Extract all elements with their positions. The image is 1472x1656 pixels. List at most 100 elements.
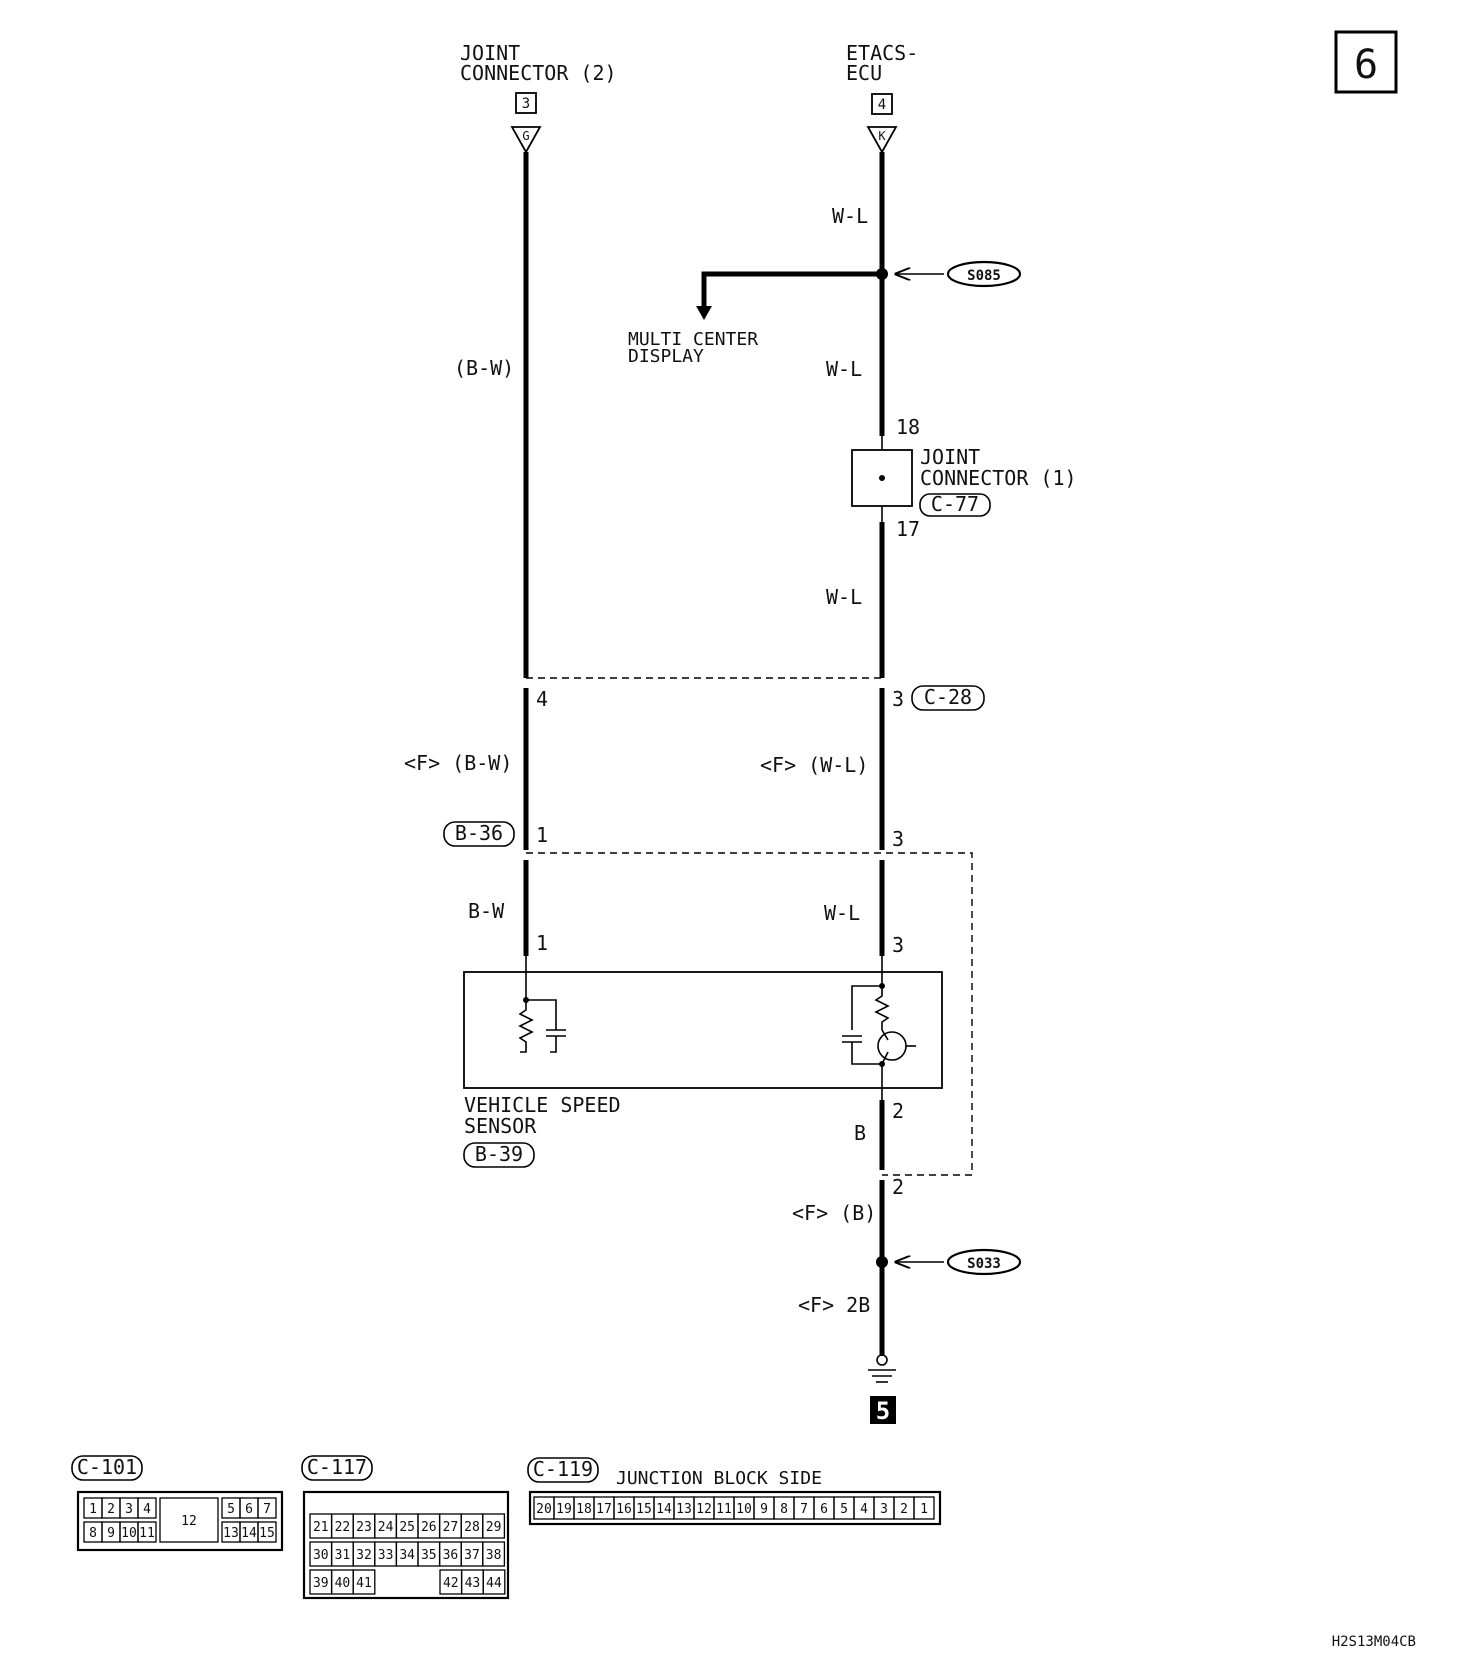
joint-connector-2-label-line1: JOINT (460, 41, 520, 65)
branch-label-line1: MULTI CENTER (628, 329, 758, 350)
sensor-transistor-collector (881, 1029, 889, 1041)
wire-label-bw-paren: (B-W) (454, 356, 514, 380)
figure-code: H2S13M04CB (1332, 1634, 1416, 1650)
connector-b36-dash (526, 852, 973, 1176)
sensor-cap-ground-right (851, 1042, 882, 1065)
c119-pin: 8 (780, 1502, 788, 1517)
c28-pin-left: 4 (536, 687, 548, 711)
ground-ref: 5 (876, 1397, 890, 1425)
c119-pin: 20 (536, 1502, 552, 1517)
sensor-transistor-icon (877, 1031, 907, 1061)
wire-label-f-wl: <F> (W-L) (760, 753, 868, 777)
wire-label-wl-3: W-L (826, 585, 862, 609)
c119-pin: 1 (920, 1502, 928, 1517)
c117-pin: 30 (313, 1548, 329, 1563)
c101-cavity (257, 1521, 277, 1543)
c117-pin: 36 (443, 1548, 459, 1563)
c117-pin: 42 (443, 1576, 459, 1591)
joint1-center-dot (879, 475, 885, 481)
c101-cavity (257, 1497, 277, 1519)
c117-pin: 44 (486, 1576, 502, 1591)
c119-pin: 16 (616, 1502, 632, 1517)
sensor-cap-lead-right (851, 985, 882, 1030)
c101-pin: 3 (125, 1502, 133, 1517)
b36-pin-left: 1 (536, 823, 548, 847)
c117-pin: 40 (335, 1576, 351, 1591)
sensor-pin-left: 1 (536, 931, 548, 955)
etacs-ecu-terminal (866, 126, 898, 154)
joint-connector-1-label-line1: JOINT (920, 445, 980, 469)
splice-s033-badge (946, 1248, 1022, 1276)
c117-ref-badge (301, 1455, 373, 1481)
c117-pin: 28 (464, 1520, 480, 1535)
joint1-ref-badge (919, 493, 991, 517)
c117-pin: 31 (335, 1548, 351, 1563)
c119-ref: C-119 (533, 1457, 593, 1481)
c101-pin: 15 (259, 1526, 275, 1541)
b39-ref-badge (463, 1142, 535, 1168)
etacs-ecu-term: K (878, 129, 886, 143)
c117-ref: C-117 (307, 1455, 367, 1479)
c119-pin: 14 (656, 1502, 672, 1517)
b36-pin-right: 3 (892, 827, 904, 851)
sensor-pin-bottom: 2 (892, 1099, 904, 1123)
sensor-pin-right: 3 (892, 933, 904, 957)
sensor-cap-lead-left (526, 999, 557, 1030)
c117-pin: 27 (443, 1520, 459, 1535)
c28-pin-right: 3 (892, 687, 904, 711)
wire-label-wl-1: W-L (832, 204, 868, 228)
c117-pin: 21 (313, 1520, 329, 1535)
joint-connector-2-ref: 3 (522, 96, 530, 112)
page-number-box (1334, 30, 1398, 94)
c117-pin: 33 (378, 1548, 394, 1563)
c101-pin: 2 (107, 1502, 115, 1517)
c117-pin: 41 (356, 1576, 372, 1591)
c101-pin: 5 (227, 1502, 235, 1517)
c119-pin: 3 (880, 1502, 888, 1517)
c119-pin: 2 (900, 1502, 908, 1517)
c101-pin: 7 (263, 1502, 271, 1517)
joint1-pin-bottom: 17 (896, 517, 920, 541)
c101-center-cavity (159, 1497, 219, 1543)
c28-ref: C-28 (924, 685, 972, 709)
joint-connector-1-label-line2: CONNECTOR (1) (920, 466, 1077, 490)
c117-pin: 38 (486, 1548, 502, 1563)
c117-pin: 25 (399, 1520, 415, 1535)
c117-pin: 26 (421, 1520, 437, 1535)
etacs-ecu-ref-box (871, 93, 893, 115)
joint-connector-2-term: G (522, 129, 529, 143)
c117-pin: 35 (421, 1548, 437, 1563)
c101-pin: 13 (223, 1526, 239, 1541)
branch-label-line2: DISPLAY (628, 346, 704, 367)
etacs-ecu-ref: 4 (878, 97, 886, 113)
splice-s085-label: S085 (967, 268, 1001, 284)
b36-ref: B-36 (455, 821, 503, 845)
sensor-cap-ground-left (550, 1036, 557, 1053)
sensor-resistor-left-icon (518, 1000, 534, 1053)
c101-cavity (137, 1497, 157, 1519)
joint-connector-2-terminal (510, 126, 542, 154)
c117-pin: 29 (486, 1520, 502, 1535)
c119-pin: 13 (676, 1502, 692, 1517)
c117-cavity (482, 1569, 506, 1595)
etacs-ecu-label-line2: ECU (846, 61, 882, 85)
wire-label-f-b: <F> (B) (792, 1201, 876, 1225)
c119-pin: 11 (716, 1502, 732, 1517)
sensor-label-line2: SENSOR (464, 1114, 537, 1138)
wire-branch-multi-center (701, 271, 882, 312)
wire-label-f-bw: <F> (B-W) (404, 751, 512, 775)
joint1-ref: C-77 (931, 492, 979, 516)
c119-housing (528, 1490, 942, 1526)
b39-ref: B-39 (475, 1142, 523, 1166)
splice-s085-badge (946, 260, 1022, 288)
c101-ref-badge (71, 1455, 143, 1481)
c101-pin: 10 (121, 1526, 137, 1541)
c101-pin: 14 (241, 1526, 257, 1541)
wire-label-wl-4: W-L (824, 901, 860, 925)
c117-pin: 43 (465, 1576, 481, 1591)
c119-pin: 9 (760, 1502, 768, 1517)
